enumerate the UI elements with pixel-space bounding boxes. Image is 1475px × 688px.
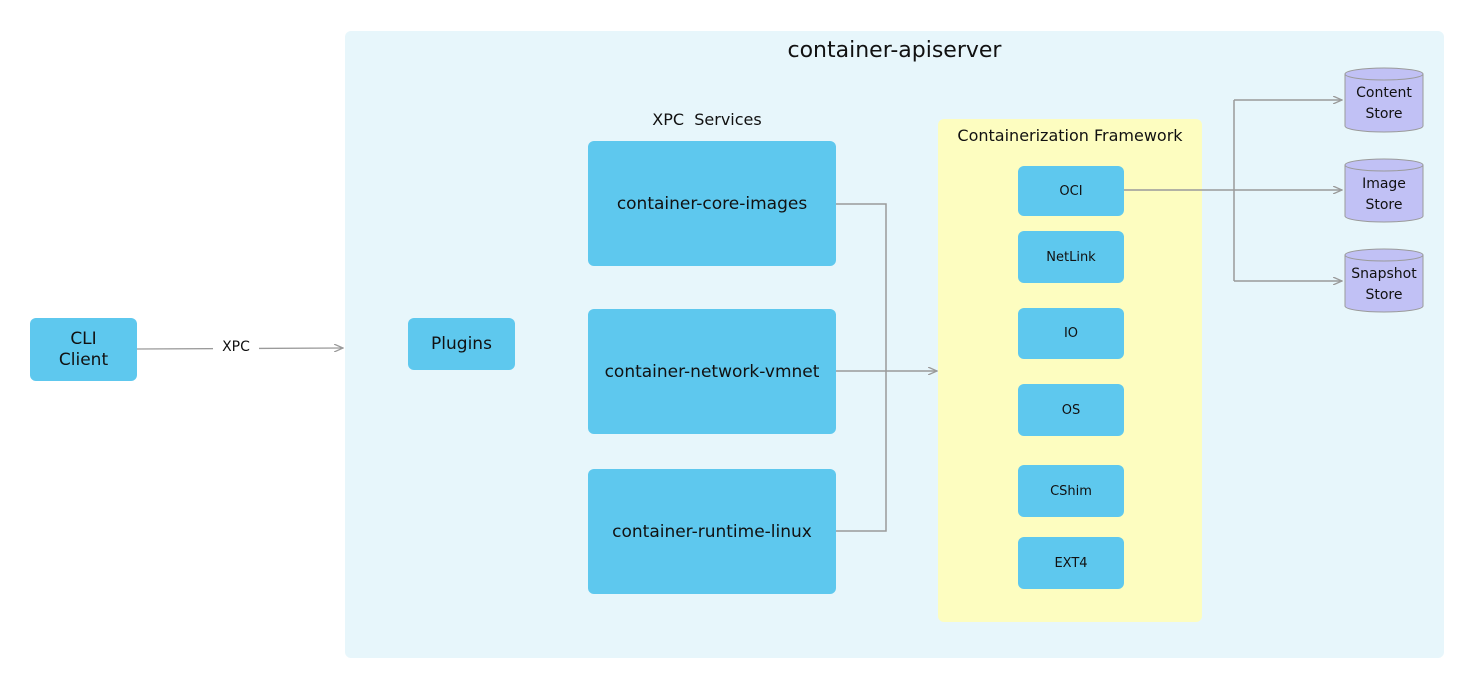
image-store-label: Image Store [1362, 176, 1406, 213]
service-runtime-linux[interactable]: container-runtime-linux [588, 469, 836, 594]
image-store-cylinder [1344, 158, 1424, 223]
module-io-label: IO [1063, 326, 1079, 341]
service-core-images-label: container-core-images [616, 193, 808, 214]
service-network-vmnet[interactable]: container-network-vmnet [588, 309, 836, 434]
apiserver-title: container-apiserver [787, 38, 1002, 63]
cli-client-label: CLI Client [58, 328, 109, 370]
module-netlink-label: NetLink [1046, 249, 1096, 265]
service-core-images[interactable]: container-core-images [588, 141, 836, 266]
bus-core-images [836, 203, 887, 370]
xpc-edge-label: XPC [213, 339, 259, 355]
plugins-node[interactable]: Plugins [408, 318, 515, 370]
module-ext4[interactable]: EXT4 [1018, 537, 1124, 589]
module-os[interactable]: OS [1018, 384, 1124, 436]
xpc-services-heading: XPC Services [652, 110, 762, 129]
service-network-vmnet-label: container-network-vmnet [604, 361, 820, 382]
content-store-label: Content Store [1356, 85, 1412, 122]
cli-client-node[interactable]: CLI Client [30, 318, 137, 381]
module-os-label: OS [1061, 402, 1081, 418]
plugins-label: Plugins [431, 334, 492, 354]
module-oci[interactable]: OCI [1018, 166, 1124, 216]
service-runtime-linux-label: container-runtime-linux [612, 521, 812, 542]
bus-runtime-linux [836, 370, 887, 532]
module-io[interactable]: IO [1018, 308, 1124, 359]
module-ext4-label: EXT4 [1054, 555, 1088, 571]
module-oci-label: OCI [1059, 183, 1083, 199]
module-netlink[interactable]: NetLink [1018, 231, 1124, 283]
content-store-cylinder [1344, 67, 1424, 133]
apiserver-panel [345, 31, 1444, 658]
framework-title: Containerization Framework [957, 126, 1183, 145]
snapshot-store-cylinder [1344, 248, 1424, 313]
snapshot-store-label: Snapshot Store [1351, 266, 1417, 303]
module-cshim-label: CShim [1050, 483, 1092, 499]
module-cshim[interactable]: CShim [1018, 465, 1124, 517]
